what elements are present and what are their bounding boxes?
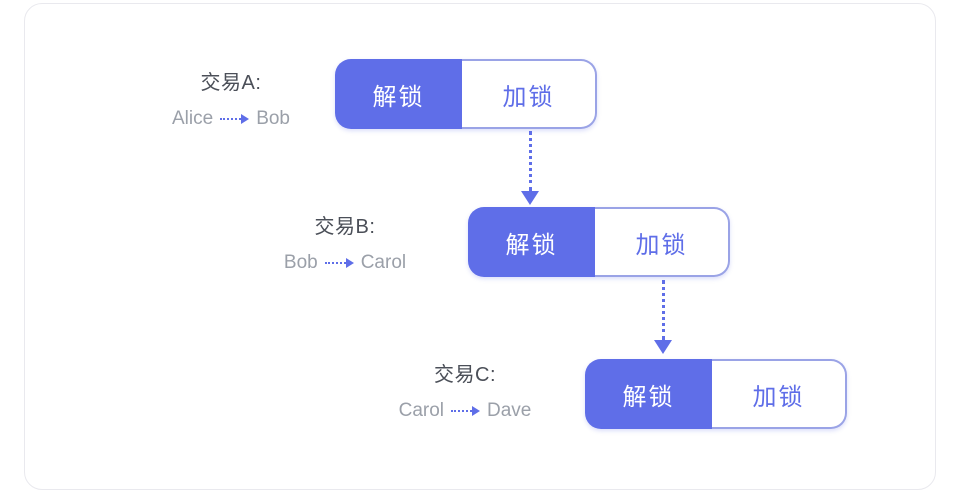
- tx-c-label: 交易C: Carol Dave: [355, 361, 575, 423]
- tx-a-title: 交易A:: [200, 72, 262, 94]
- tx-b-unlock-segment: 解锁: [468, 207, 595, 277]
- tx-a-parties: Alice Bob: [121, 107, 341, 131]
- tx-b-from: Bob: [283, 252, 318, 273]
- tx-b-to: Carol: [360, 252, 407, 273]
- tx-c-lock-segment: 加锁: [712, 359, 847, 429]
- dotted-arrow-right-icon: [324, 258, 354, 268]
- tx-b-parties: Bob Carol: [235, 251, 455, 275]
- tx-a-from: Alice: [172, 108, 214, 129]
- tx-b-lock-segment: 加锁: [595, 207, 730, 277]
- dotted-arrow-right-icon: [451, 406, 481, 416]
- tx-c-to: Dave: [487, 400, 532, 421]
- tx-a-unlock-segment: 解锁: [335, 59, 462, 129]
- tx-c-parties: Carol Dave: [355, 399, 575, 423]
- tx-a-lock-segment: 加锁: [462, 59, 597, 129]
- diagram-card: 交易A: Alice Bob 解锁 加锁 交易B: Bob Carol 解锁 加…: [24, 3, 936, 490]
- tx-c-title: 交易C:: [434, 364, 496, 386]
- flow-arrow-a-to-b-icon: [521, 131, 539, 205]
- flow-arrow-b-to-c-icon: [654, 280, 672, 354]
- tx-b-label: 交易B: Bob Carol: [235, 213, 455, 275]
- tx-b-pill: 解锁 加锁: [468, 207, 730, 277]
- tx-b-title: 交易B:: [314, 216, 376, 238]
- tx-c-unlock-segment: 解锁: [585, 359, 712, 429]
- tx-c-pill: 解锁 加锁: [585, 359, 847, 429]
- tx-c-from: Carol: [398, 400, 445, 421]
- tx-a-label: 交易A: Alice Bob: [121, 69, 341, 131]
- tx-a-pill: 解锁 加锁: [335, 59, 597, 129]
- dotted-arrow-right-icon: [220, 114, 250, 124]
- tx-a-to: Bob: [256, 108, 290, 129]
